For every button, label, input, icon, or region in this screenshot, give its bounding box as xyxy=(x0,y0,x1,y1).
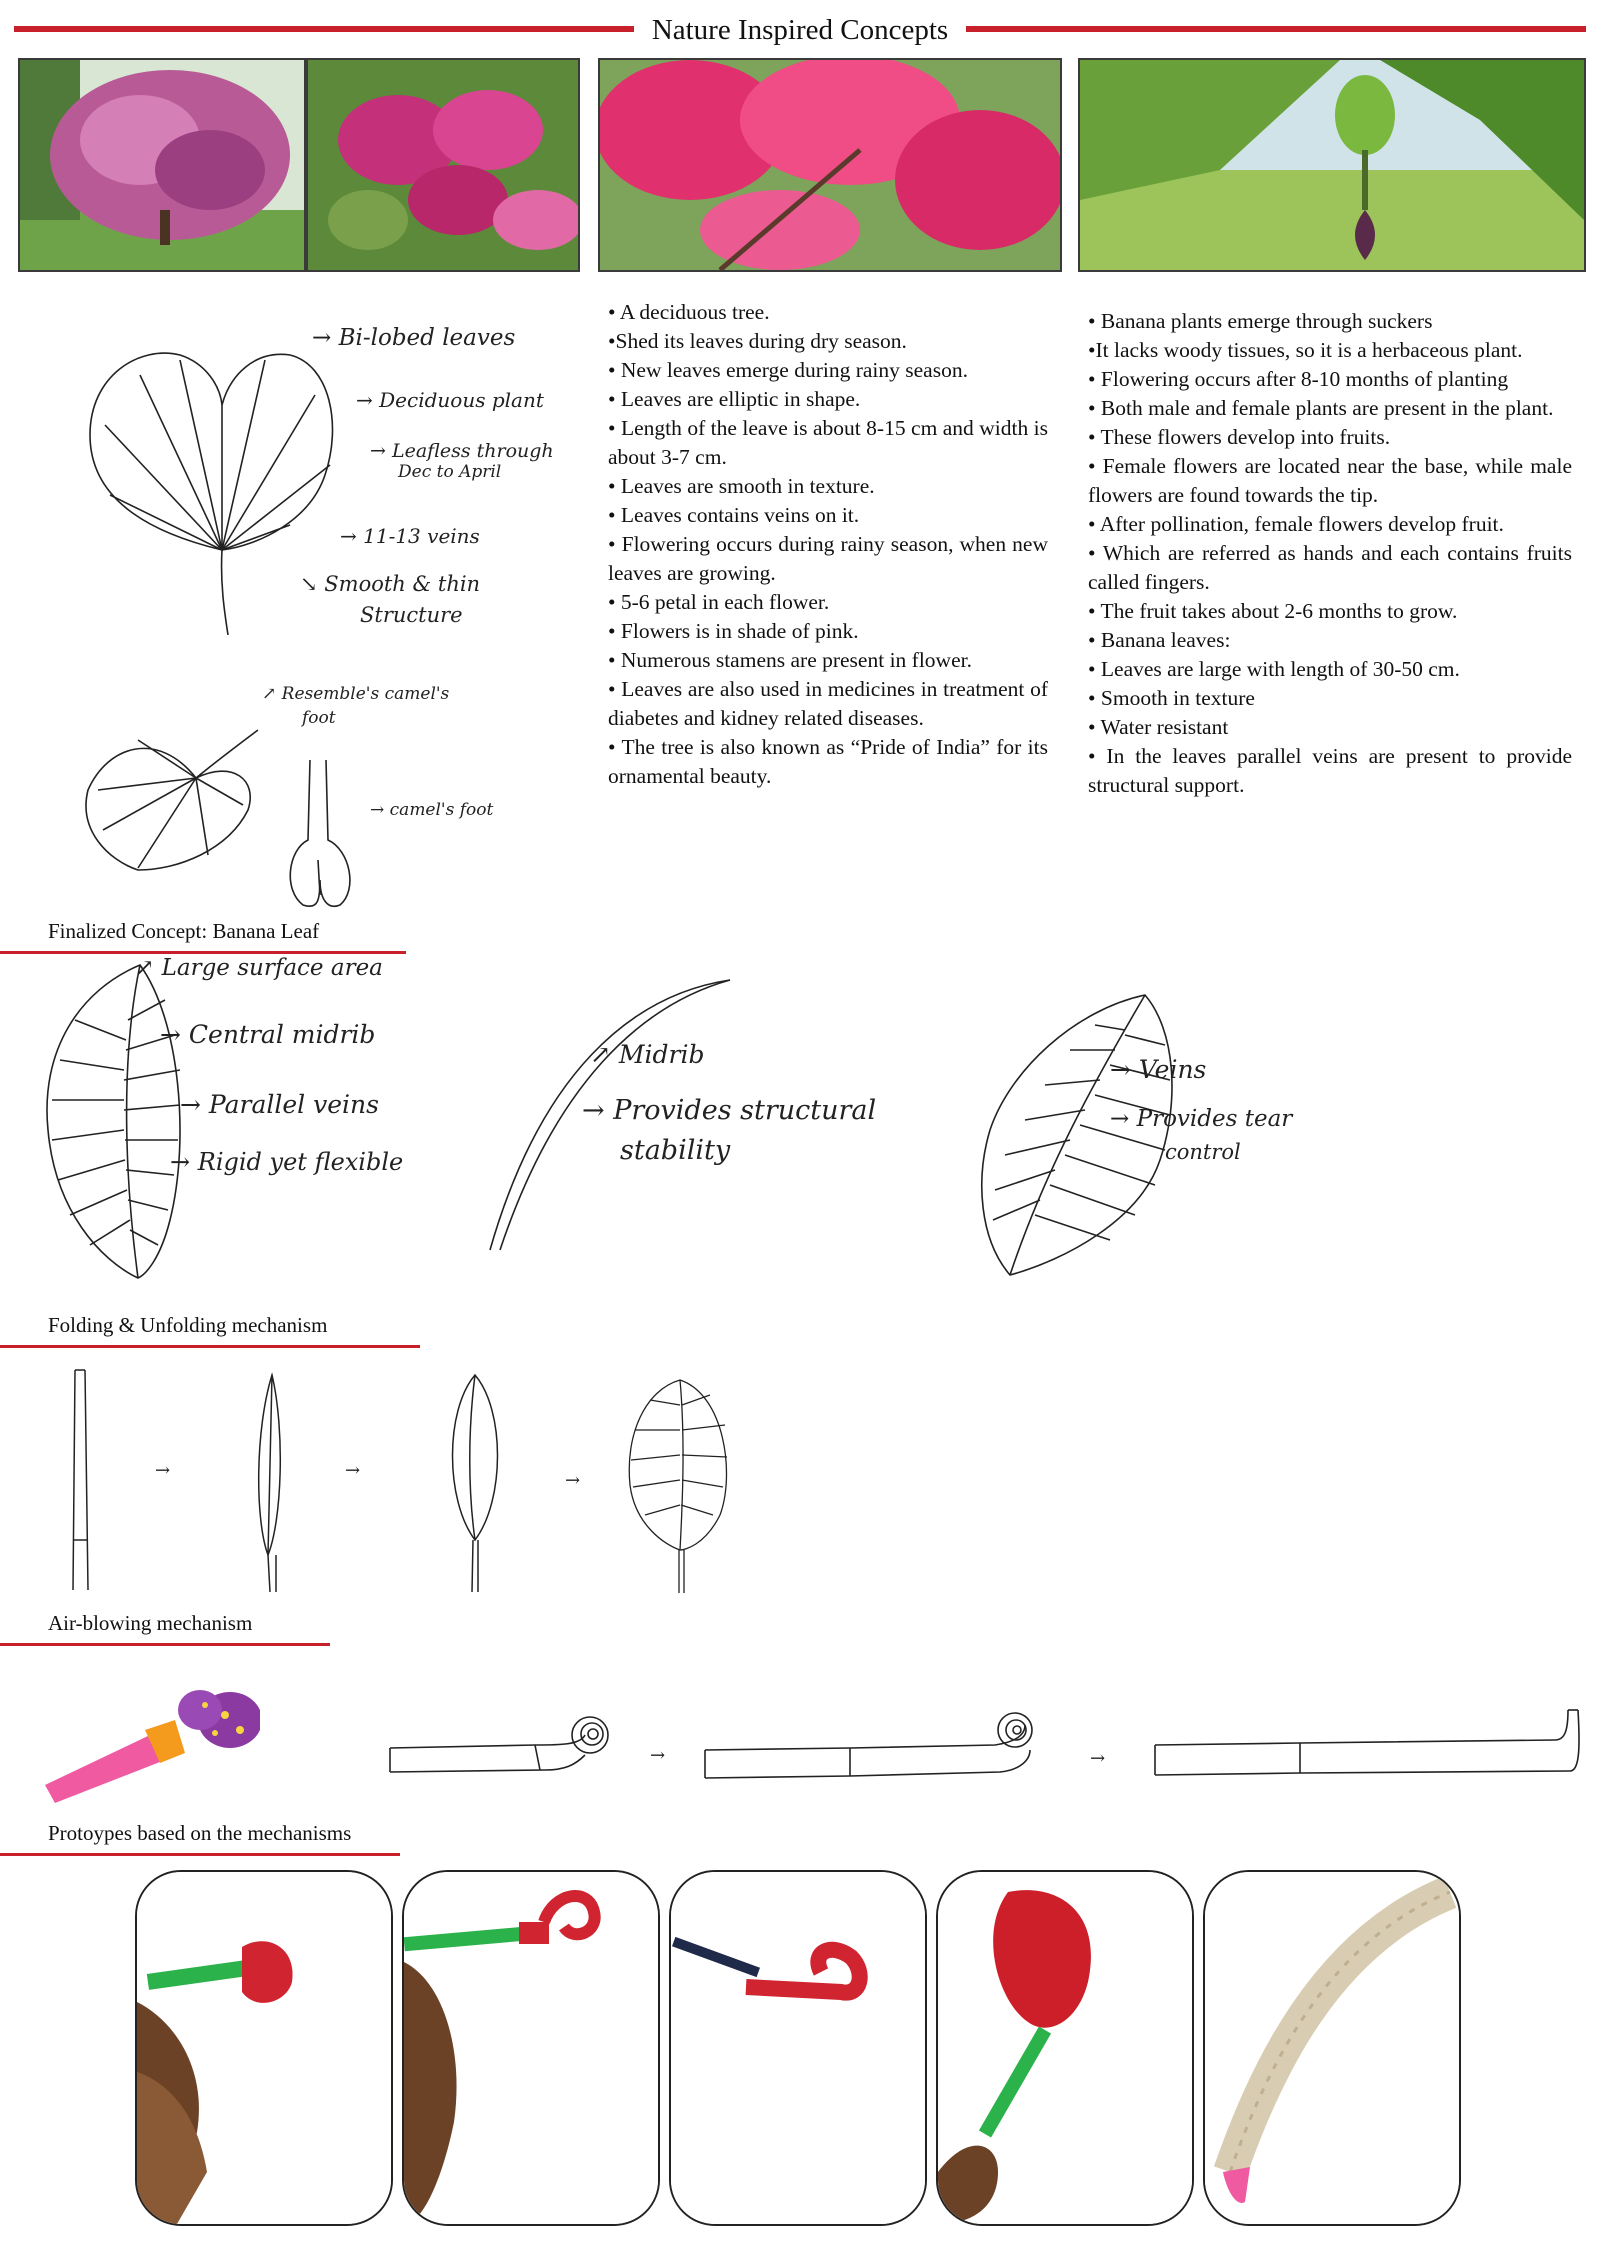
fact: • Water resistant xyxy=(1088,715,1229,739)
orchid-photo xyxy=(306,58,580,272)
party-blower-image xyxy=(45,1690,260,1803)
fact: • Leaves are large with length of 30-50 … xyxy=(1088,657,1460,681)
prototype-photo-5 xyxy=(1203,1870,1461,2226)
blower-stage-1 xyxy=(389,1716,609,1773)
label-rigid-flexible: → Rigid yet flexible xyxy=(170,1148,404,1176)
label-stability: stability xyxy=(620,1135,731,1166)
title-rule-left xyxy=(14,26,634,32)
fold-stage-4 xyxy=(628,1379,728,1593)
fact: • Which are referred as hands and each c… xyxy=(1088,541,1572,594)
fact: • New leaves emerge during rainy season. xyxy=(608,358,968,382)
fact: •It lacks woody tissues, so it is a herb… xyxy=(1088,338,1523,362)
section-underline xyxy=(0,1345,420,1348)
crape-myrtle-photo xyxy=(598,58,1062,272)
label-smooth: ↘ Smooth & thin xyxy=(300,572,481,596)
section-underline xyxy=(0,1643,330,1646)
fact: • Flowering occurs after 8-10 months of … xyxy=(1088,367,1509,391)
label-dec-april: Dec to April xyxy=(398,462,502,482)
blower-arrow-1: → xyxy=(650,1745,666,1766)
banana-plant-photo xyxy=(1078,58,1586,272)
section-prototypes: Protoypes based on the mechanisms xyxy=(0,1820,400,1856)
blower-stage-2 xyxy=(704,1712,1033,1779)
midrib-sketch xyxy=(489,979,731,1251)
title-rule-right xyxy=(966,26,1586,32)
bauhinia-facts: • A deciduous tree. •Shed its leaves dur… xyxy=(608,298,1048,791)
page-title: Nature Inspired Concepts xyxy=(0,12,1600,48)
fold-arrow-1: → xyxy=(155,1460,171,1481)
label-veins-3: → Veins xyxy=(1110,1055,1207,1084)
tree-photo xyxy=(18,58,306,272)
bilobed-leaf-sketch xyxy=(89,352,334,635)
label-control: control xyxy=(1165,1140,1241,1164)
fact: • The fruit takes about 2-6 months to gr… xyxy=(1088,599,1458,623)
fold-stage-3 xyxy=(451,1373,499,1593)
fact: • After pollination, female flowers deve… xyxy=(1088,512,1504,536)
fact: • Both male and female plants are presen… xyxy=(1088,396,1554,420)
fact: • Smooth in texture xyxy=(1088,686,1255,710)
fact: • Leaves contains veins on it. xyxy=(608,503,860,527)
label-provides-tear: → Provides tear xyxy=(1110,1106,1293,1132)
section-air-blowing: Air-blowing mechanism xyxy=(0,1610,330,1646)
label-deciduous: → Deciduous plant xyxy=(356,388,544,412)
banana-facts: • Banana plants emerge through suckers •… xyxy=(1088,307,1572,800)
fact: • The tree is also known as “Pride of In… xyxy=(608,735,1048,788)
fact: • Banana plants emerge through suckers xyxy=(1088,309,1433,333)
label-provides-structural: → Provides structural xyxy=(582,1095,877,1126)
fact: • Leaves are also used in medicines in t… xyxy=(608,677,1048,730)
fold-arrow-2: → xyxy=(345,1460,361,1481)
prototype-photo-2 xyxy=(402,1870,660,2226)
prototype-photo-1 xyxy=(135,1870,393,2226)
label-resembles: ↗ Resemble's camel's xyxy=(262,684,450,704)
label-leafless: → Leafless through xyxy=(370,440,554,462)
blower-stage-3 xyxy=(1154,1709,1580,1776)
prototype-photo-4 xyxy=(936,1870,1194,2226)
label-camels-foot: → camel's foot xyxy=(370,800,494,820)
label-foot: foot xyxy=(302,708,336,728)
section-underline xyxy=(0,951,406,954)
fold-arrow-3: → xyxy=(565,1470,581,1491)
fact: • Flowers is in shade of pink. xyxy=(608,619,859,643)
prototype-photo-3 xyxy=(669,1870,927,2226)
camel-foot-sketch xyxy=(289,760,351,907)
fact: • Length of the leave is about 8-15 cm a… xyxy=(608,416,1048,469)
section-finalized-concept: Finalized Concept: Banana Leaf xyxy=(0,918,406,954)
banana-leaf-sketch-3 xyxy=(981,994,1173,1276)
fold-stage-2 xyxy=(258,1372,282,1593)
section-folding: Folding & Unfolding mechanism xyxy=(0,1312,420,1348)
fact: • A deciduous tree. xyxy=(608,300,770,324)
label-large-surface: ↗ Large surface area xyxy=(135,955,383,981)
fact: • These flowers develop into fruits. xyxy=(1088,425,1391,449)
label-central-midrib: → Central midrib xyxy=(160,1020,376,1049)
fact: • Banana leaves: xyxy=(1088,628,1231,652)
fact: • 5-6 petal in each flower. xyxy=(608,590,830,614)
camel-leaf-sketch xyxy=(85,729,259,871)
label-bilobed: → Bi-lobed leaves xyxy=(312,325,516,351)
fact: • Leaves are elliptic in shape. xyxy=(608,387,861,411)
label-parallel-veins: → Parallel veins xyxy=(180,1090,379,1119)
fact: •Shed its leaves during dry season. xyxy=(608,329,907,353)
fact: • Flowering occurs during rainy season, … xyxy=(608,532,1048,585)
label-veins: → 11-13 veins xyxy=(340,524,480,548)
fact: • Female flowers are located near the ba… xyxy=(1088,454,1572,507)
label-structure: Structure xyxy=(360,603,463,627)
fact: • In the leaves parallel veins are prese… xyxy=(1088,744,1572,797)
banana-leaf-sketch-1 xyxy=(46,964,181,1279)
fold-stage-1 xyxy=(72,1369,89,1591)
section-underline xyxy=(0,1853,400,1856)
label-midrib: ↗ Midrib xyxy=(590,1040,705,1069)
fact: • Numerous stamens are present in flower… xyxy=(608,648,972,672)
fact: • Leaves are smooth in texture. xyxy=(608,474,875,498)
blower-arrow-2: → xyxy=(1090,1748,1106,1769)
